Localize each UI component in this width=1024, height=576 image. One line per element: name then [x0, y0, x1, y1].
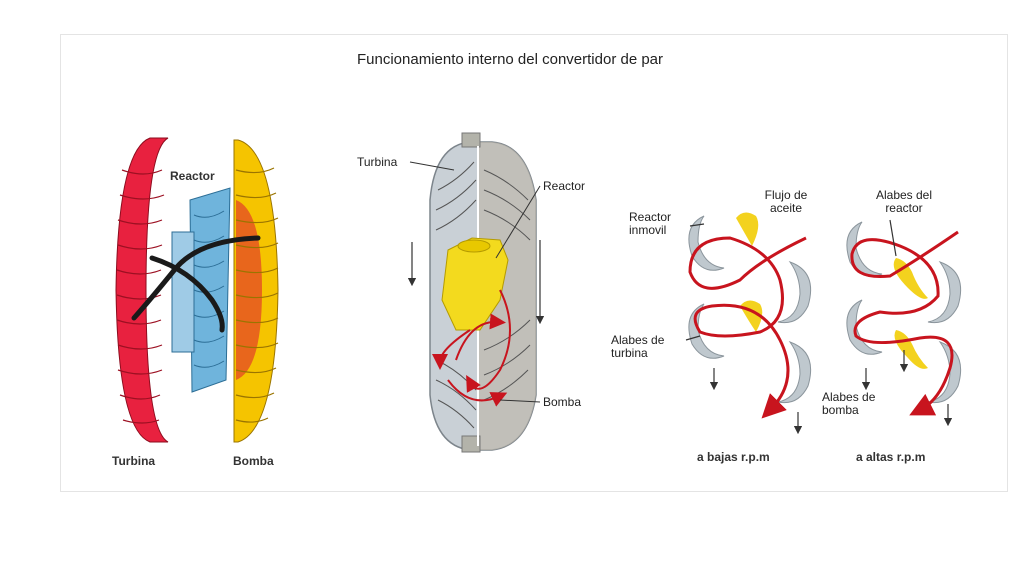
label-bomba-fig1: Bomba — [233, 454, 274, 468]
converter-housing — [407, 132, 545, 453]
label-turbina-fig2: Turbina — [357, 155, 398, 169]
label-alabes-bomba-line2: bomba — [822, 403, 859, 417]
label-flujo-line2: aceite — [769, 201, 803, 215]
label-flujo-aceite: Flujo de aceite — [753, 189, 819, 215]
blades-high-rpm — [846, 219, 962, 427]
label-turbina-fig1: Turbina — [112, 454, 156, 468]
label-reactor-inmovil: Reactor inmovil — [629, 211, 671, 237]
diagram-title: Funcionamiento interno del convertidor d… — [357, 51, 664, 68]
label-bomba-fig2: Bomba — [543, 395, 582, 409]
label-alabes-turbina: Alabes de turbina — [611, 334, 664, 360]
label-reactor-fig2: Reactor — [543, 179, 586, 193]
label-alabes-bomba: Alabes de bomba — [822, 391, 875, 417]
label-reactor-fig1: Reactor — [170, 169, 215, 183]
reactor-wheel — [171, 187, 231, 393]
label-alabes-turbina-line1: Alabes de — [611, 333, 665, 347]
label-flujo-line1: Flujo de — [764, 188, 808, 202]
flow-paths — [131, 235, 261, 333]
turbine-wheel — [115, 137, 169, 443]
pump-wheel — [233, 139, 279, 443]
caption-high-rpm: a altas r.p.m — [856, 450, 926, 464]
label-reactor-inmovil-line2: inmovil — [629, 223, 667, 237]
label-alabes-reactor: Alabes del reactor — [862, 189, 946, 215]
blades-low-rpm — [685, 212, 812, 435]
label-alabes-bomba-line1: Alabes de — [822, 390, 876, 404]
label-reactor-inmovil-line1: Reactor — [629, 210, 672, 224]
label-alabes-reactor-line1: Alabes del — [875, 188, 933, 202]
label-alabes-reactor-line2: reactor — [885, 201, 923, 215]
label-alabes-turbina-line2: turbina — [611, 346, 648, 360]
caption-low-rpm: a bajas r.p.m — [697, 450, 770, 464]
